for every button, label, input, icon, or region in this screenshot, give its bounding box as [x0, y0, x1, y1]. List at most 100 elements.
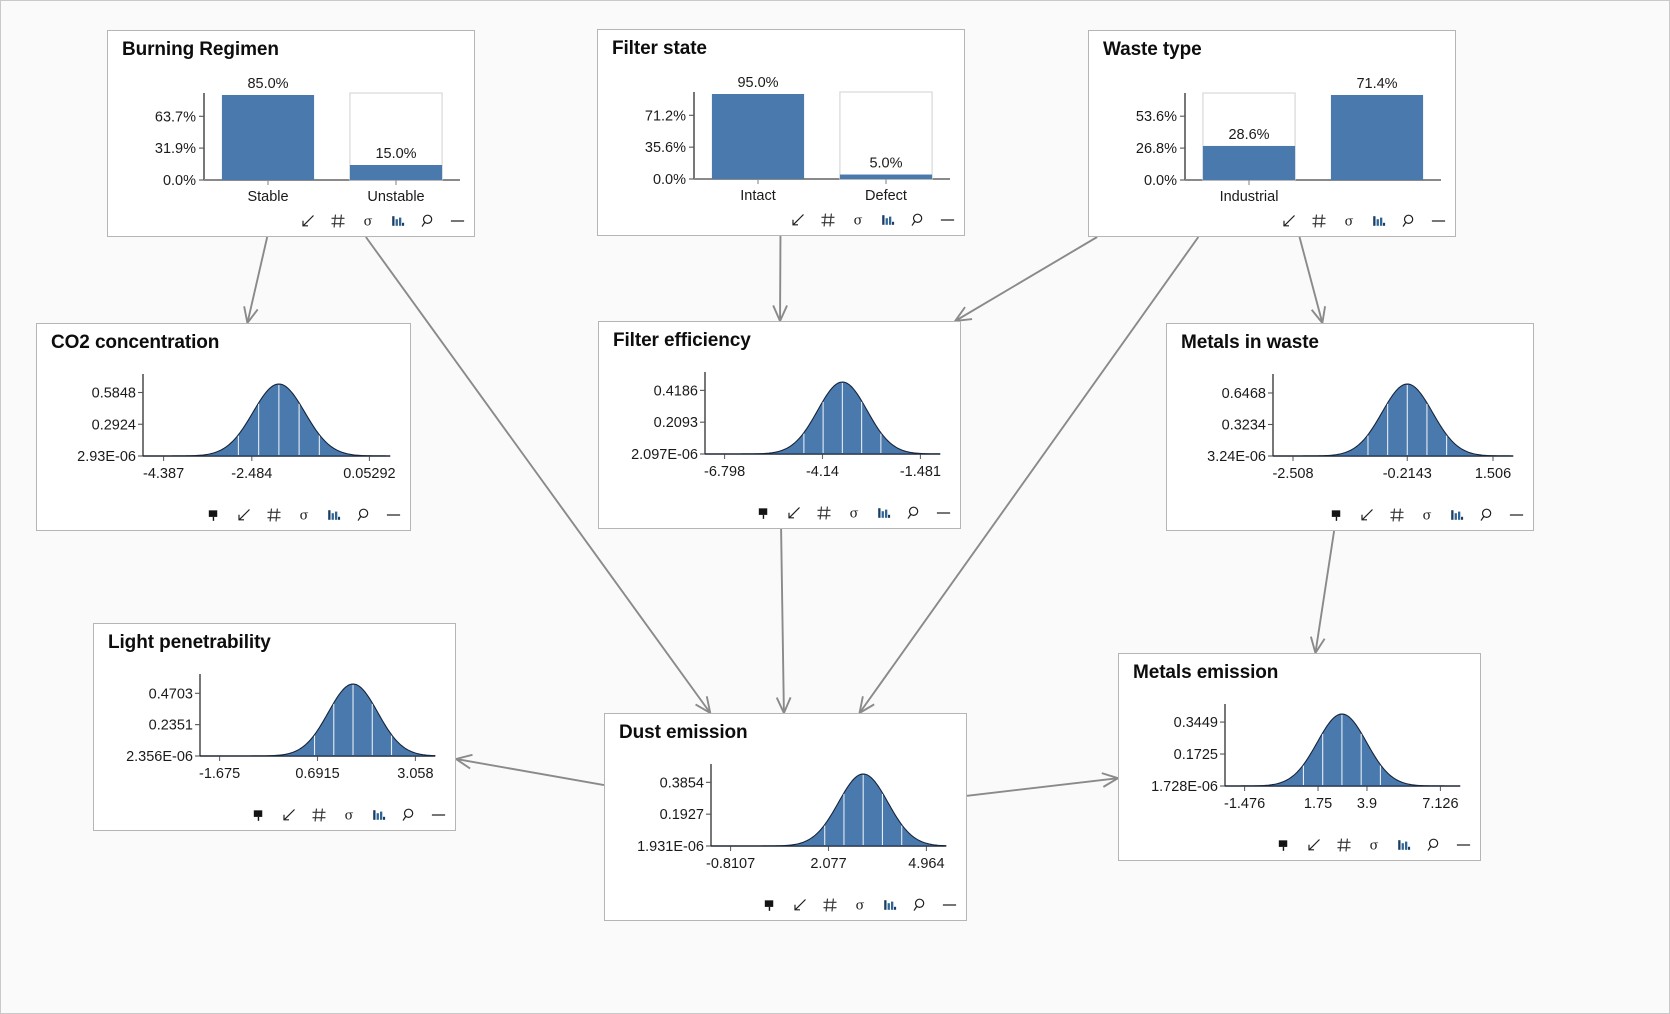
svg-text:0.1725: 0.1725 [1174, 747, 1218, 763]
dash-icon[interactable] [1508, 507, 1525, 524]
dash-icon[interactable] [935, 505, 952, 522]
arrow-diagonal-icon[interactable] [791, 897, 808, 914]
grid-icon[interactable] [815, 505, 832, 522]
bar-chart-icon[interactable] [1448, 507, 1465, 524]
magnifier-icon[interactable] [419, 213, 436, 230]
arrow-diagonal-icon[interactable] [280, 807, 297, 824]
node-toolbar[interactable]: σ [250, 804, 447, 826]
sigma-icon[interactable]: σ [1418, 507, 1435, 524]
svg-text:15.0%: 15.0% [375, 146, 416, 162]
svg-text:53.6%: 53.6% [1136, 109, 1177, 125]
pin-icon[interactable] [761, 897, 778, 914]
bar-chart-icon[interactable] [1370, 213, 1387, 230]
arrowhead-icon [858, 696, 875, 715]
arrow-diagonal-icon[interactable] [785, 505, 802, 522]
sigma-icon[interactable]: σ [851, 897, 868, 914]
bar-chart-icon[interactable] [389, 213, 406, 230]
svg-text:σ: σ [1369, 838, 1378, 853]
grid-icon[interactable] [1310, 213, 1327, 230]
bar-chart-icon[interactable] [325, 507, 342, 524]
arrowhead-icon [695, 696, 712, 715]
magnifier-icon[interactable] [400, 807, 417, 824]
sigma-icon[interactable]: σ [340, 807, 357, 824]
svg-text:0.4703: 0.4703 [149, 686, 193, 702]
bar-chart-icon[interactable] [370, 807, 387, 824]
arrow-diagonal-icon[interactable] [1305, 837, 1322, 854]
arrow-diagonal-icon[interactable] [789, 212, 806, 229]
svg-text:σ: σ [849, 506, 858, 521]
pin-icon[interactable] [205, 507, 222, 524]
magnifier-icon[interactable] [1400, 213, 1417, 230]
magnifier-icon[interactable] [355, 507, 372, 524]
node-toolbar[interactable]: σ [299, 210, 466, 232]
bar-chart-icon[interactable] [879, 212, 896, 229]
arrow-diagonal-icon[interactable] [1280, 213, 1297, 230]
node-toolbar[interactable]: σ [789, 209, 956, 231]
node-toolbar[interactable]: σ [205, 504, 402, 526]
node-toolbar[interactable]: σ [1275, 834, 1472, 856]
sigma-icon[interactable]: σ [845, 505, 862, 522]
edge-dust-emission-to-metals-emission [966, 777, 1119, 797]
svg-text:0.6468: 0.6468 [1222, 386, 1266, 402]
magnifier-icon[interactable] [909, 212, 926, 229]
pin-icon[interactable] [1275, 837, 1292, 854]
node-toolbar[interactable]: σ [1280, 210, 1447, 232]
svg-text:0.3854: 0.3854 [660, 775, 704, 791]
arrow-diagonal-icon[interactable] [235, 507, 252, 524]
node-toolbar[interactable]: σ [761, 894, 958, 916]
dash-icon[interactable] [385, 507, 402, 524]
node-toolbar[interactable]: σ [755, 502, 952, 524]
grid-icon[interactable] [265, 507, 282, 524]
svg-text:Defect: Defect [865, 188, 907, 204]
grid-icon[interactable] [821, 897, 838, 914]
magnifier-icon[interactable] [905, 505, 922, 522]
dash-icon[interactable] [449, 213, 466, 230]
svg-text:0.3449: 0.3449 [1174, 715, 1218, 731]
node-title: Dust emission [619, 722, 748, 743]
grid-icon[interactable] [1335, 837, 1352, 854]
dash-icon[interactable] [939, 212, 956, 229]
sigma-icon[interactable]: σ [359, 213, 376, 230]
arrowhead-icon [953, 306, 973, 323]
svg-text:0.0%: 0.0% [1144, 173, 1177, 189]
grid-icon[interactable] [819, 212, 836, 229]
pin-icon[interactable] [755, 505, 772, 522]
sigma-icon[interactable]: σ [849, 212, 866, 229]
arrow-diagonal-icon[interactable] [1358, 507, 1375, 524]
sigma-icon[interactable]: σ [1365, 837, 1382, 854]
dash-icon[interactable] [941, 897, 958, 914]
grid-icon[interactable] [310, 807, 327, 824]
grid-icon[interactable] [329, 213, 346, 230]
svg-text:σ: σ [344, 808, 353, 823]
bar-chart-icon[interactable] [1395, 837, 1412, 854]
magnifier-icon[interactable] [1478, 507, 1495, 524]
magnifier-icon[interactable] [1425, 837, 1442, 854]
bar-chart-icon[interactable] [881, 897, 898, 914]
dash-icon[interactable] [430, 807, 447, 824]
pin-icon[interactable] [250, 807, 267, 824]
arrow-diagonal-icon[interactable] [299, 213, 316, 230]
pin-icon[interactable] [1328, 507, 1345, 524]
bar-chart-icon[interactable] [875, 505, 892, 522]
grid-icon[interactable] [1388, 507, 1405, 524]
arrowhead-icon [1101, 772, 1121, 788]
sigma-icon[interactable]: σ [295, 507, 312, 524]
dash-icon[interactable] [1430, 213, 1447, 230]
magnifier-icon[interactable] [911, 897, 928, 914]
sigma-icon[interactable]: σ [1340, 213, 1357, 230]
node-toolbar[interactable]: σ [1328, 504, 1525, 526]
dash-icon[interactable] [1455, 837, 1472, 854]
